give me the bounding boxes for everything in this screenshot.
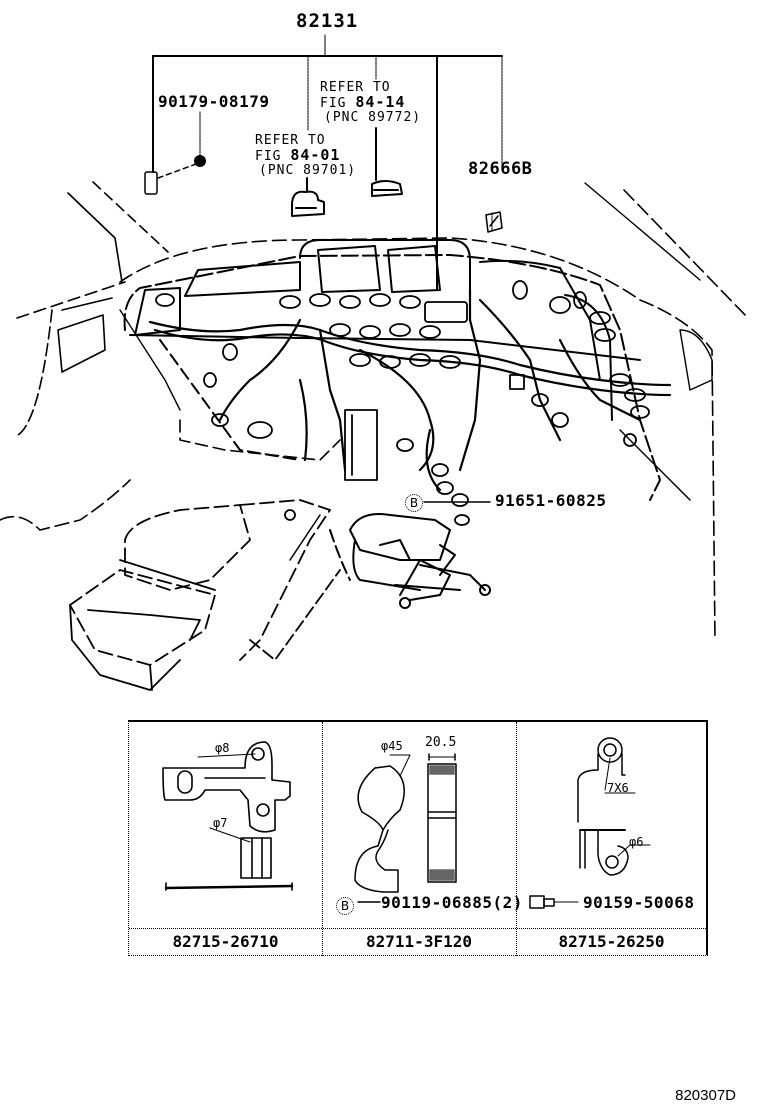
sub-part-col2: 90119-06885(2) [381, 893, 523, 912]
clamp-82711-3F120-drawing [354, 753, 457, 903]
table-divider-1 [322, 722, 323, 956]
center-console-outline [69, 499, 341, 691]
connector-84-01-icon [291, 190, 325, 217]
ref-84-01-line2: FIG 84-01 [255, 148, 356, 164]
part-number-col1: 82715-26710 [172, 932, 279, 951]
clamp-82715-26710-drawing [162, 741, 294, 891]
table-divider-2 [516, 722, 517, 956]
connector-84-14-icon [371, 180, 403, 197]
dim-phi8: φ8 [215, 741, 230, 755]
sub-marker: B [336, 897, 354, 915]
ref-84-14-line3: (PNC 89772) [324, 110, 422, 125]
floor-harness [329, 513, 491, 609]
dim-20-5: 20.5 [425, 735, 457, 750]
callout-grommet: 82666B [468, 159, 533, 179]
callout-bolt: 90179-08179 [158, 92, 270, 111]
ref-84-14-line1: REFER TO [320, 80, 391, 95]
ref-84-14-fig: 84-14 [355, 93, 406, 111]
dim-phi6: φ6 [629, 835, 644, 849]
clamp-82715-26250-drawing [529, 737, 651, 909]
leader-lines-82131 [152, 34, 503, 291]
marker-b-icon: B [336, 897, 354, 915]
part-number-col3: 82715-26250 [558, 932, 665, 951]
ref-84-01-line1: REFER TO [255, 133, 326, 148]
bracket-icon [144, 163, 197, 195]
dashboard-outline [123, 239, 691, 501]
callout-main-part: 82131 [296, 10, 359, 32]
clip-marker: B [405, 494, 423, 512]
ref-84-01-prefix: FIG [255, 149, 291, 164]
dim-phi7: φ7 [213, 816, 228, 830]
vehicle-body-outline [0, 181, 749, 641]
parts-table: φ8 φ7 82715-26710 φ45 20.5 B 90119-06885… [128, 720, 708, 956]
ref-84-14-line2: FIG 84-14 [320, 95, 421, 111]
wire-harness [148, 288, 672, 492]
grommet-icon [485, 211, 503, 233]
sub-part-col3: 90159-50068 [583, 893, 695, 912]
ref-84-01-fig: 84-01 [290, 146, 341, 164]
part-number-col2: 82711-3F120 [366, 932, 472, 951]
callout-clip: 91651-60825 [495, 491, 607, 510]
dim-phi45: φ45 [381, 739, 403, 753]
bolt-icon [194, 155, 206, 167]
marker-b-icon: B [405, 494, 423, 512]
ref-84-01-line3: (PNC 89701) [259, 163, 357, 178]
dim-7x6: 7X6 [607, 781, 629, 795]
ref-84-14-prefix: FIG [320, 96, 356, 111]
figure-code: 820307D [675, 1087, 736, 1104]
callout-ref-84-01: REFER TO FIG 84-01 (PNC 89701) [255, 134, 356, 178]
harness-connectors [155, 280, 650, 526]
table-caption-divider [129, 928, 706, 929]
callout-ref-84-14: REFER TO FIG 84-14 (PNC 89772) [320, 81, 421, 125]
